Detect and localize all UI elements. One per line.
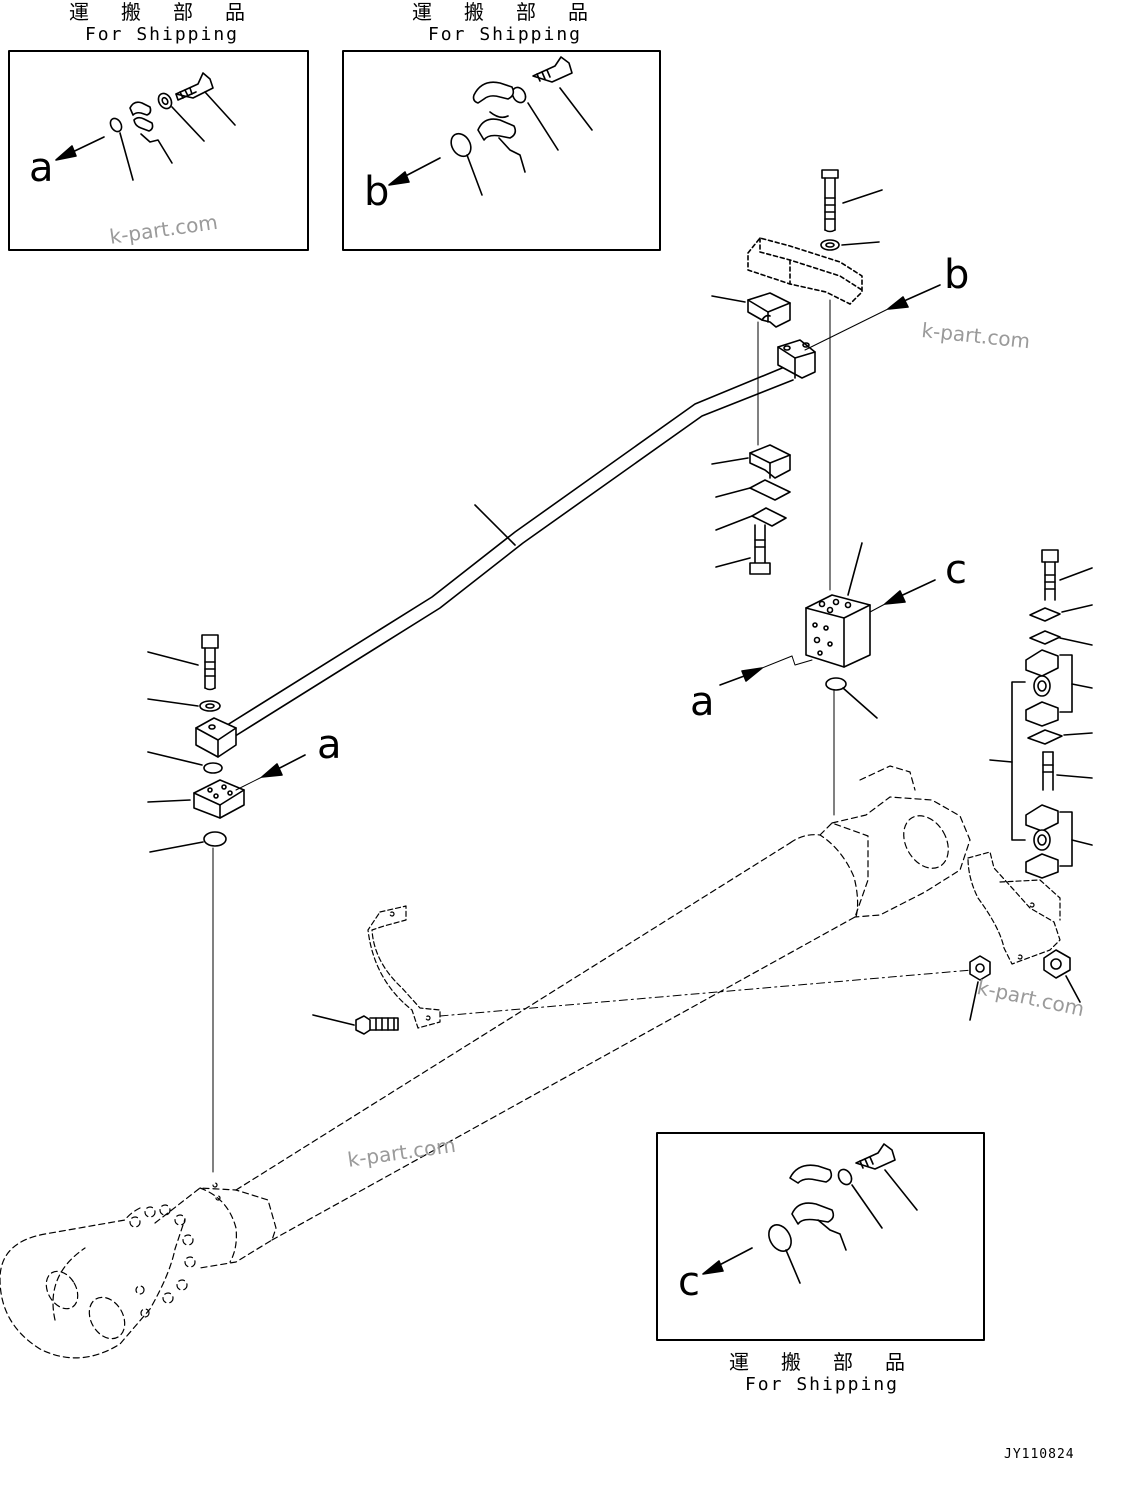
plate-icon xyxy=(1027,729,1063,745)
clamp-icon xyxy=(129,101,154,132)
bolt-icon xyxy=(355,1015,399,1035)
plate-icon xyxy=(1029,630,1061,645)
flange-clamp-icon xyxy=(789,1164,835,1225)
shipping-inset-b xyxy=(342,50,661,251)
plate-icon xyxy=(1029,607,1061,622)
callout-a-inset: a xyxy=(29,145,54,191)
callout-a-valve-block: a xyxy=(690,679,715,725)
shipping-label-english: For Shipping xyxy=(427,24,583,45)
o-ring-icon xyxy=(203,831,227,847)
o-ring-icon xyxy=(768,1224,792,1252)
bolt-icon xyxy=(201,634,219,691)
clamp-block-lower xyxy=(749,444,791,479)
washer-icon xyxy=(820,239,840,251)
clamp-icon xyxy=(1025,804,1059,832)
mounting-bracket xyxy=(747,237,863,305)
bolt-icon xyxy=(749,524,771,575)
washer-icon xyxy=(199,700,221,712)
o-ring-icon xyxy=(450,132,472,158)
callout-b-main: b xyxy=(944,252,970,298)
flange-clamp-icon xyxy=(472,81,517,141)
shipping-label-japanese: 運 搬 部 品 xyxy=(728,1350,916,1374)
clamp-icon xyxy=(1025,649,1059,677)
o-ring-icon xyxy=(825,677,847,691)
washer-icon xyxy=(157,92,173,110)
bolt-icon xyxy=(821,169,839,233)
drawing-code: JY110824 xyxy=(1004,1447,1075,1462)
o-ring-icon xyxy=(109,117,123,133)
shipping-label-2: 運 搬 部 品 For Shipping xyxy=(395,0,615,46)
bolt-icon xyxy=(855,1143,896,1170)
clamp-icon xyxy=(1025,701,1059,727)
shipping-label-english: For Shipping xyxy=(84,24,240,45)
clamp-block-upper xyxy=(747,292,791,328)
callout-b-inset: b xyxy=(364,169,390,215)
shipping-inset-c xyxy=(656,1132,985,1341)
shipping-label-1: 運 搬 部 品 For Shipping xyxy=(52,0,272,46)
bolt-icon xyxy=(1041,549,1059,601)
bolt-icon xyxy=(1042,751,1054,791)
washer-icon xyxy=(837,1168,853,1186)
hydraulic-cylinder xyxy=(0,765,971,1359)
support-bracket-right xyxy=(967,851,1061,965)
nut-icon xyxy=(1043,949,1071,979)
shipping-label-japanese: 運 搬 部 品 xyxy=(411,0,599,24)
callout-a-adapter-block: a xyxy=(317,722,342,768)
nut-icon xyxy=(969,955,991,981)
support-bracket-left xyxy=(367,905,441,1029)
shipping-inset-a xyxy=(8,50,309,251)
shipping-label-japanese: 運 搬 部 品 xyxy=(68,0,256,24)
adapter-block xyxy=(193,779,245,819)
bolt-icon xyxy=(175,72,214,101)
plate-icon xyxy=(749,479,791,501)
hydraulic-pipe xyxy=(195,339,816,758)
clamp-icon xyxy=(1025,853,1059,879)
washer-icon xyxy=(511,86,527,104)
callout-c-inset: c xyxy=(678,1259,700,1305)
plate-icon xyxy=(751,507,787,527)
bolt-icon xyxy=(532,56,573,83)
o-ring-icon xyxy=(203,762,223,774)
valve-block xyxy=(805,594,871,668)
callout-c-main: c xyxy=(945,547,967,593)
shipping-label-3: 運 搬 部 品 For Shipping xyxy=(712,1350,932,1396)
shipping-label-english: For Shipping xyxy=(744,1374,900,1395)
